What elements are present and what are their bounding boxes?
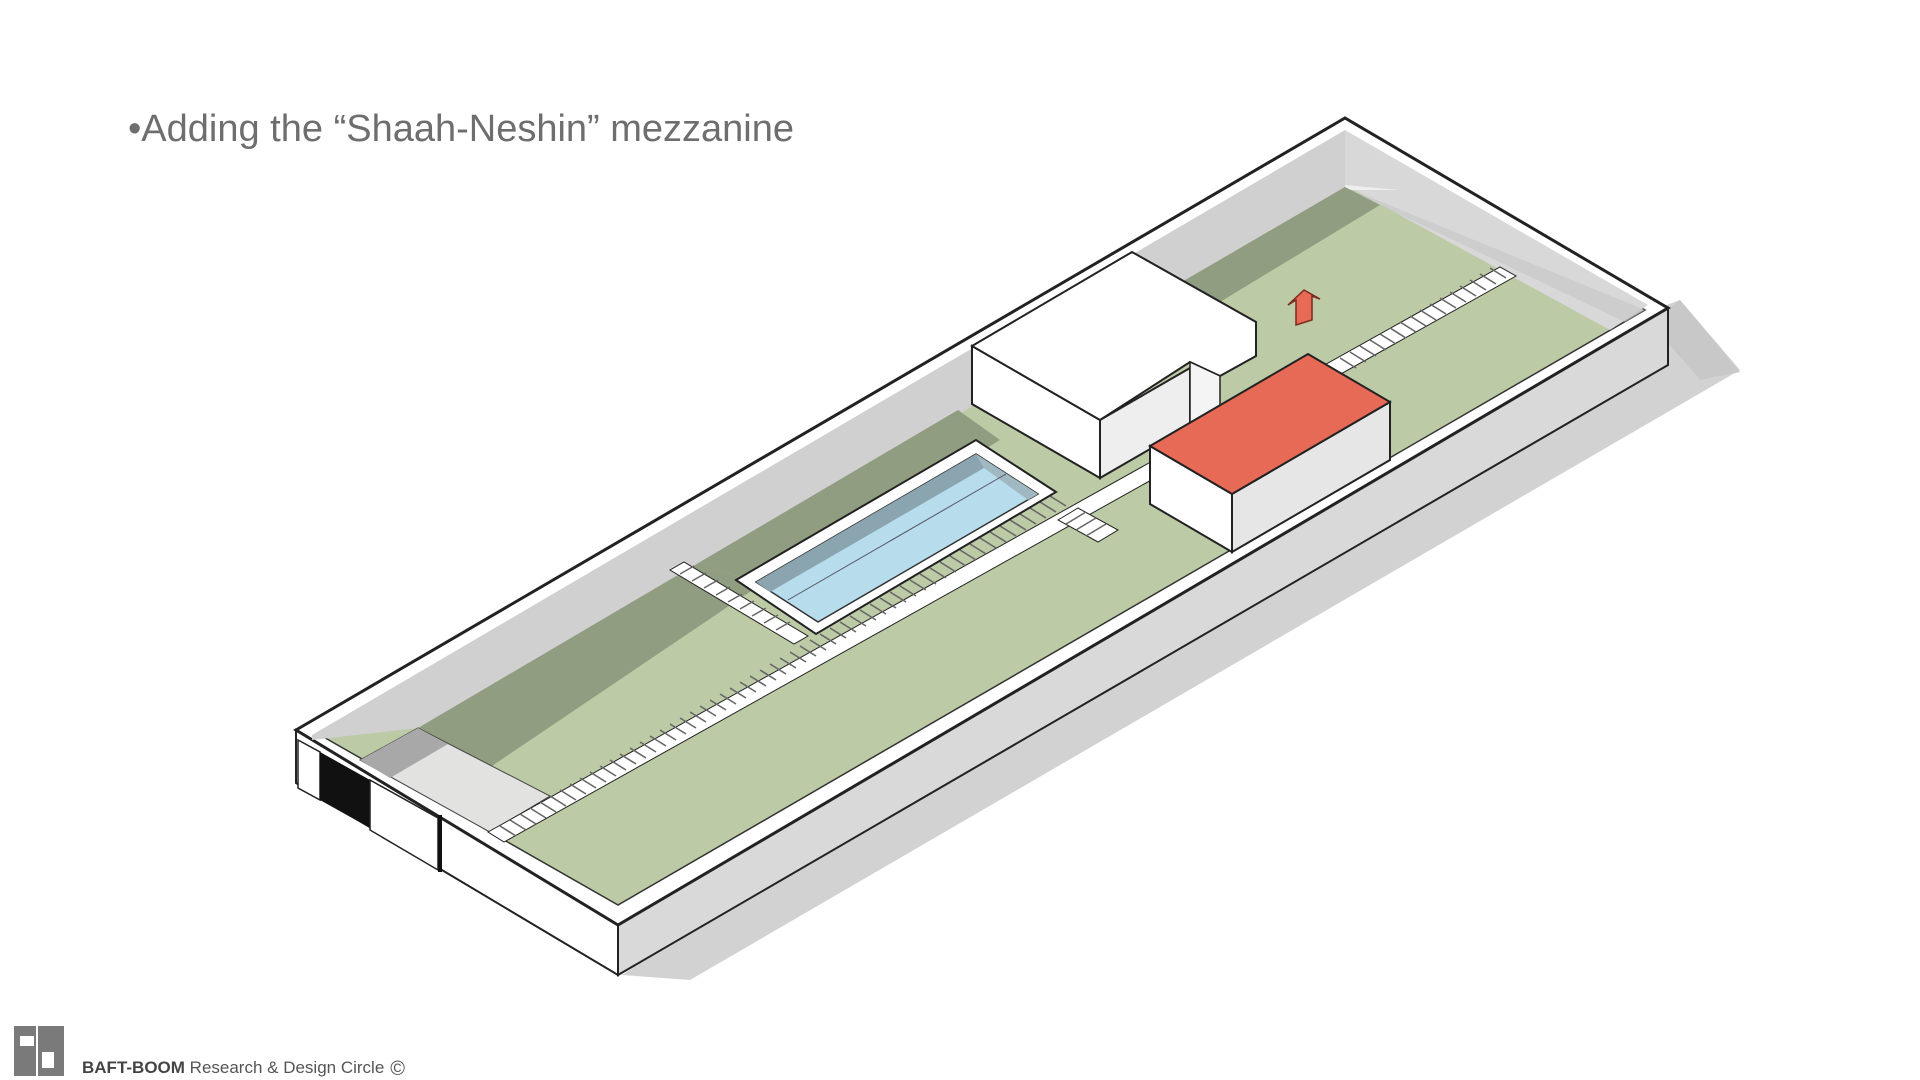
pool-cross-path-stripes [679, 565, 791, 631]
garden-shade-left [418, 562, 760, 770]
pool-lane-line [787, 473, 1007, 601]
copyright-symbol: © [390, 1058, 406, 1080]
pool-inner-wall-side [976, 454, 1038, 500]
footer: BAFT-BOOM Research & Design Circle © [14, 1026, 614, 1080]
entrance-paving-shade [360, 728, 448, 778]
mezzanine-roof [1148, 352, 1392, 496]
garden-right-shade [1345, 187, 1645, 322]
pool-inner-wall [756, 454, 984, 592]
footer-brand: BAFT-BOOM [82, 1058, 185, 1077]
long-path-stripes [499, 267, 1507, 837]
inner-back-wall-right [1345, 130, 1648, 330]
garden-shade-mid [700, 410, 1000, 585]
entrance-door-dark [320, 752, 370, 828]
garden-shade-right [1180, 187, 1380, 305]
inner-wall-shadow [1345, 185, 1400, 190]
up-arrow-icon [1287, 289, 1321, 327]
pool-cross-path [669, 561, 809, 645]
baft-boom-logo-icon [14, 1026, 64, 1076]
building-roof [970, 250, 1257, 422]
ground-shadow-tail [1650, 300, 1740, 380]
slide-title: •Adding the “Shaah-Neshin” mezzanine [128, 108, 795, 150]
pool-right-path-stripes [1065, 511, 1107, 537]
footer-tagline: Research & Design Circle [184, 1058, 385, 1077]
pool-right-path [1056, 507, 1120, 543]
footer-credit: BAFT-BOOM Research & Design Circle © [82, 1056, 406, 1080]
